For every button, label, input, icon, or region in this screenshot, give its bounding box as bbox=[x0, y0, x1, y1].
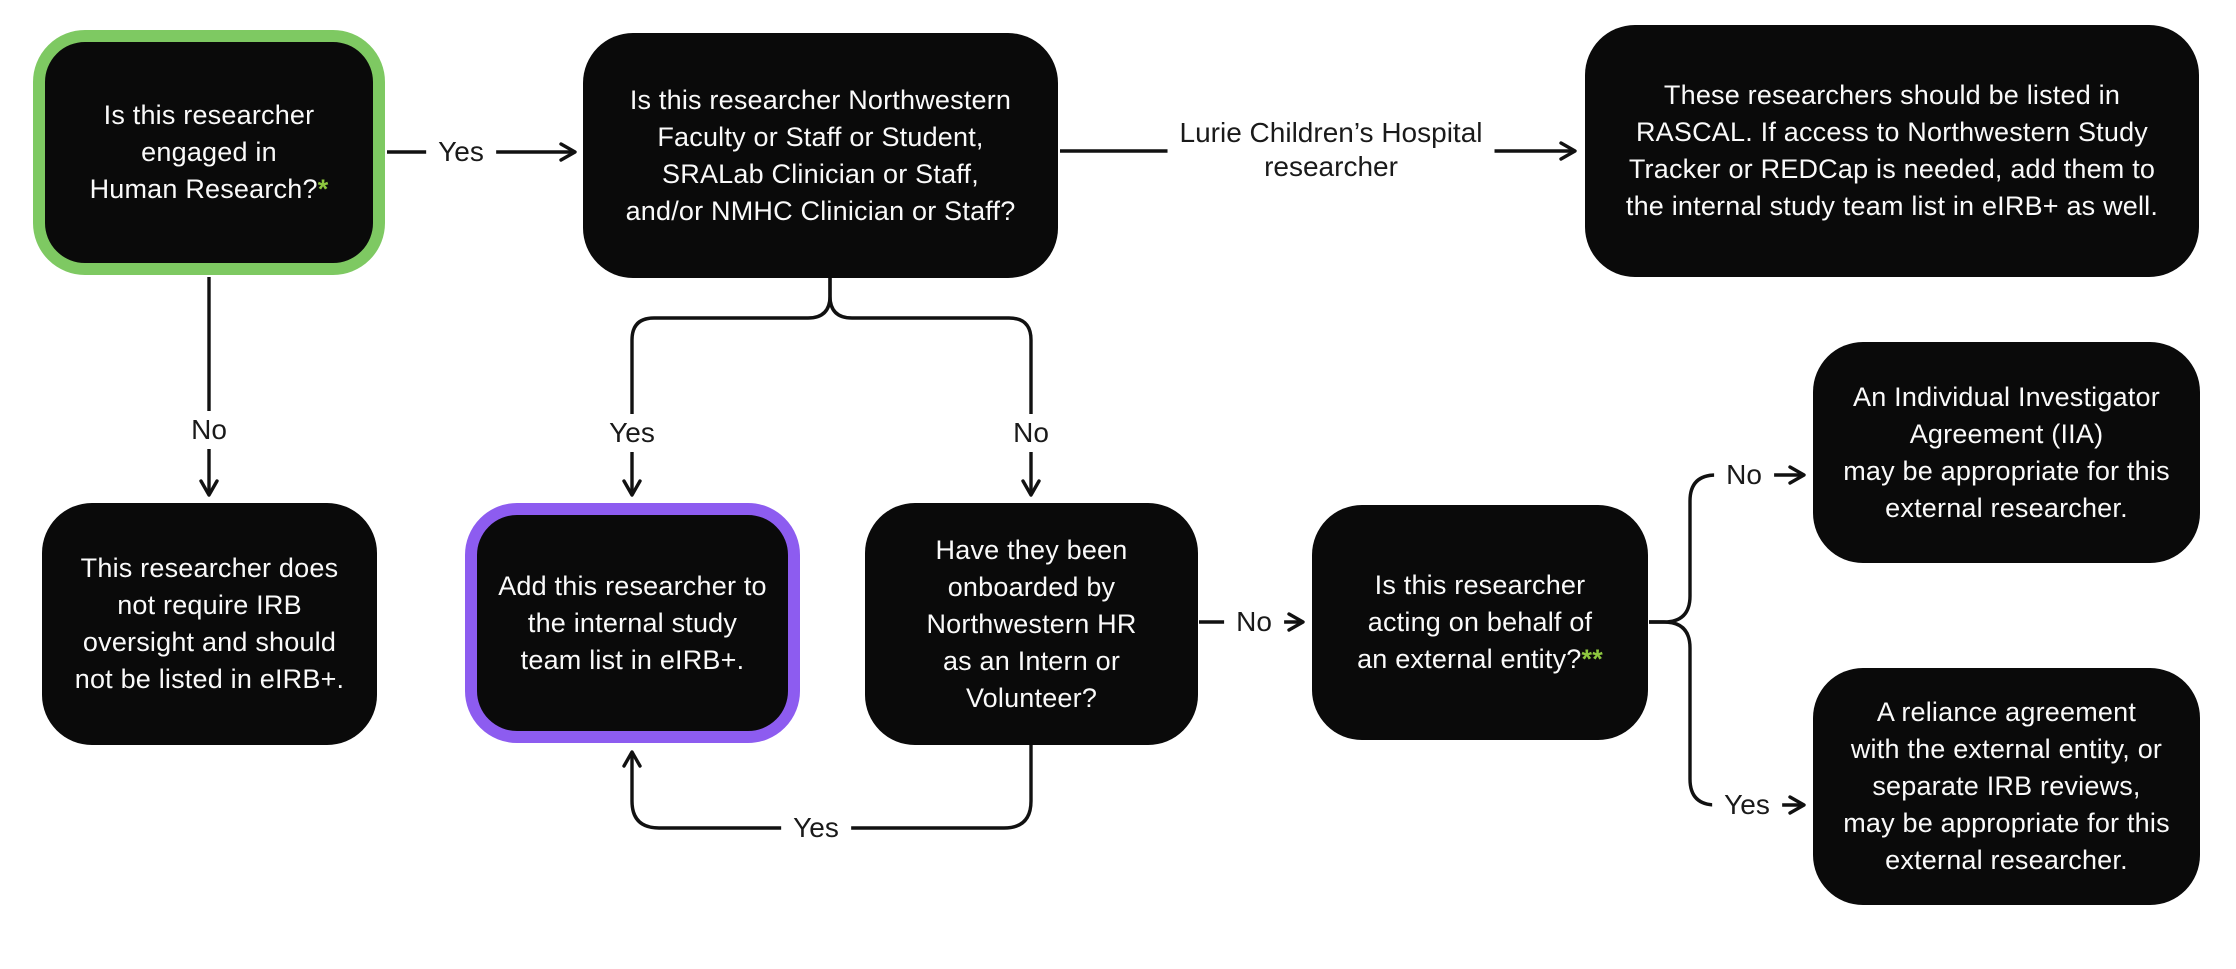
node-hr-onboarded: Have they been onboarded by Northwestern… bbox=[865, 503, 1198, 745]
node-no-irb-text: This researcher does not require IRB ove… bbox=[74, 553, 345, 694]
edge-label-affiliation-yes: Yes bbox=[597, 414, 667, 452]
edge-label-lurie-researcher: Lurie Children’s Hospital researcher bbox=[1167, 114, 1495, 186]
edge-label-onboarded-no: No bbox=[1224, 603, 1284, 641]
connector-external-yes bbox=[1649, 620, 1806, 815]
connector-affiliation-no bbox=[828, 277, 1041, 497]
edge-label-onboarded-yes: Yes bbox=[781, 809, 851, 847]
node-add-internal-text: Add this researcher to the internal stud… bbox=[498, 570, 767, 675]
edge-label-affiliation-no: No bbox=[1001, 414, 1061, 452]
node-no-irb-oversight: This researcher does not require IRB ove… bbox=[42, 503, 377, 745]
node-engaged-human-research: Is this researcher engaged in Human Rese… bbox=[33, 30, 385, 275]
node-reliance-text: A reliance agreement with the external e… bbox=[1843, 697, 2170, 875]
node-external-text: Is this researcher acting on behalf of a… bbox=[1357, 570, 1603, 674]
connector-affiliation-yes bbox=[622, 277, 832, 497]
edge-label-external-yes: Yes bbox=[1712, 786, 1782, 824]
edge-label-engaged-no: No bbox=[179, 411, 239, 449]
node-iia-text: An Individual Investigator Agreement (II… bbox=[1843, 381, 2170, 523]
green-asterisk: * bbox=[317, 174, 329, 204]
node-northwestern-affiliation: Is this researcher Northwestern Faculty … bbox=[583, 33, 1058, 278]
node-onboarded-text: Have they been onboarded by Northwestern… bbox=[926, 534, 1137, 713]
edge-label-external-no: No bbox=[1714, 456, 1774, 494]
node-reliance-agreement: A reliance agreement with the external e… bbox=[1813, 668, 2200, 905]
node-rascal-text: These researchers should be listed in RA… bbox=[1625, 80, 2159, 221]
node-iia-agreement: An Individual Investigator Agreement (II… bbox=[1813, 342, 2200, 563]
node-rascal-listing: These researchers should be listed in RA… bbox=[1585, 25, 2199, 277]
node-engaged-text: Is this researcher engaged in Human Rese… bbox=[89, 100, 329, 204]
green-double-asterisk: ** bbox=[1581, 644, 1603, 674]
edge-label-engaged-yes: Yes bbox=[426, 133, 496, 171]
node-external-entity: Is this researcher acting on behalf of a… bbox=[1312, 505, 1648, 740]
connector-external-no bbox=[1649, 465, 1806, 624]
node-add-internal-team: Add this researcher to the internal stud… bbox=[465, 503, 800, 743]
node-affiliation-text: Is this researcher Northwestern Faculty … bbox=[625, 84, 1016, 226]
